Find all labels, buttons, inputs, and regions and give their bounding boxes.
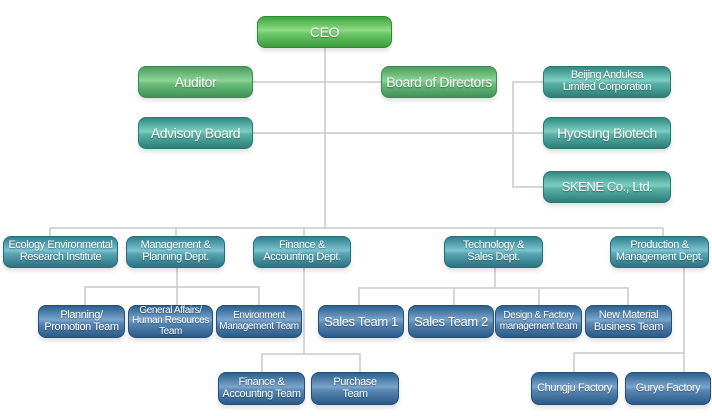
advisory-board-box[interactable]: Advisory Board: [138, 117, 253, 149]
ceo-box[interactable]: CEO: [257, 16, 392, 48]
team-label: Purchase Team: [333, 375, 377, 400]
advisory-label: Advisory Board: [150, 124, 241, 141]
ceo-label: CEO: [309, 23, 340, 40]
team-label: Design & Factory management team: [499, 310, 578, 332]
team-box[interactable]: Finance & Accounting Team: [218, 372, 305, 405]
department-box[interactable]: Management & Planning Dept.: [126, 236, 225, 268]
team-box[interactable]: Sales Team 1: [318, 305, 404, 338]
team-label: New Material Business Team: [593, 308, 664, 333]
factory-label: Gurye Factory: [635, 381, 701, 394]
factory-box[interactable]: Gurye Factory: [625, 372, 711, 405]
department-box[interactable]: Production & Management Dept.: [610, 236, 709, 268]
team-box[interactable]: New Material Business Team: [585, 305, 672, 338]
team-label: Planning/ Promotion Team: [44, 308, 119, 333]
factory-label: Chungju Factory: [537, 381, 612, 394]
department-box[interactable]: Finance & Accounting Dept.: [253, 236, 351, 268]
affiliate-box[interactable]: Hyosung Biotech: [543, 117, 671, 149]
affiliate-label: Beijing Anduksa Limited Corporation: [562, 69, 652, 93]
team-box[interactable]: Sales Team 2: [408, 305, 494, 338]
board-of-directors-box[interactable]: Board of Directors: [381, 66, 497, 98]
board-label: Board of Directors: [386, 73, 492, 90]
team-box[interactable]: Purchase Team: [311, 372, 399, 405]
team-label: Finance & Accounting Team: [222, 375, 301, 400]
auditor-label: Auditor: [174, 73, 217, 90]
affiliate-label: Hyosung Biotech: [557, 124, 657, 141]
department-label: Management & Planning Dept.: [140, 239, 211, 263]
team-label: Sales Team 1: [324, 313, 398, 329]
department-label: Technology & Sales Dept.: [462, 239, 525, 263]
affiliate-box[interactable]: Beijing Anduksa Limited Corporation: [543, 66, 671, 98]
department-box[interactable]: Technology & Sales Dept.: [444, 236, 543, 268]
department-label: Production & Management Dept.: [615, 239, 704, 263]
team-box[interactable]: Environment Management Team: [216, 305, 302, 338]
department-box[interactable]: Ecology Environmental Research Institute: [3, 236, 118, 268]
affiliate-box[interactable]: SKENE Co., Ltd.: [543, 171, 671, 203]
team-box[interactable]: General Affairs/ Human Resources Team: [128, 305, 213, 338]
team-box[interactable]: Design & Factory management team: [495, 305, 582, 338]
team-label: General Affairs/ Human Resources Team: [132, 304, 209, 337]
department-label: Finance & Accounting Dept.: [263, 239, 341, 263]
affiliate-label: SKENE Co., Ltd.: [561, 179, 653, 195]
team-label: Environment Management Team: [219, 310, 299, 332]
team-label: Sales Team 2: [414, 313, 488, 329]
auditor-box[interactable]: Auditor: [138, 66, 253, 98]
team-box[interactable]: Planning/ Promotion Team: [38, 305, 125, 338]
factory-box[interactable]: Chungju Factory: [531, 372, 618, 405]
department-label: Ecology Environmental Research Institute: [8, 239, 113, 263]
